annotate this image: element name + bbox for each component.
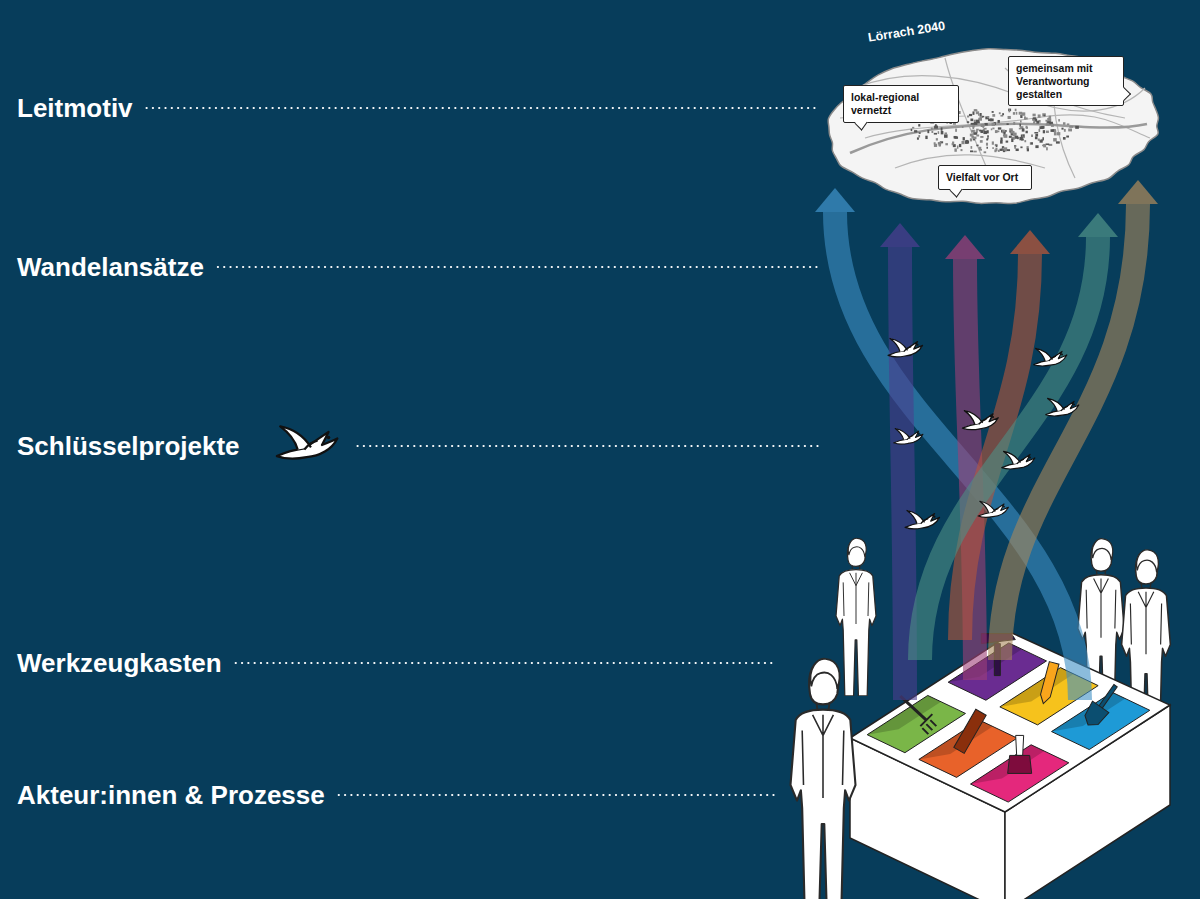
speech-bubble: Vielfalt vor Ort	[938, 165, 1032, 190]
dotted-leader	[147, 107, 820, 109]
ribbon-arrowhead	[1118, 180, 1158, 204]
key-project-bird	[277, 426, 338, 458]
ribbon-arrowhead	[945, 235, 985, 259]
speech-bubble: gemeinsam mit Verantwortung gestalten	[1008, 56, 1124, 106]
ribbon-arrowhead	[880, 223, 920, 247]
dotted-leader	[236, 662, 775, 664]
level-label: Werkzeugkasten	[17, 647, 222, 679]
ribbon-arrowhead	[1010, 230, 1050, 254]
speech-bubble: lokal-regional vernetzt	[843, 85, 959, 123]
map-title: Lörrach 2040	[867, 19, 946, 45]
level-label: Leitmotiv	[17, 92, 133, 124]
tool-icon	[900, 696, 936, 734]
dotted-leader	[339, 794, 775, 796]
bubble-text: Vielfalt vor Ort	[946, 171, 1024, 184]
ribbon-arrowhead	[1078, 213, 1118, 237]
bubble-text: lokal-regional vernetzt	[851, 91, 951, 117]
change-ribbon	[835, 212, 1080, 700]
level-label: Wandelansätze	[17, 251, 204, 283]
tool-icon	[954, 709, 986, 753]
toolbox-compartment	[1052, 692, 1150, 749]
compartment-shade	[1000, 668, 1074, 707]
change-ribbon	[900, 247, 905, 700]
dotted-leader	[358, 445, 820, 447]
tool-icon	[1038, 662, 1059, 705]
tool-icon	[1008, 735, 1032, 773]
compartment-shade	[867, 695, 941, 734]
ribbon-arrowhead	[815, 188, 855, 212]
map-node: Lörrach 2040lokal-regional vernetztgemei…	[825, 28, 1160, 213]
level-label: Akteur:innen & Prozesse	[17, 779, 325, 811]
compartment-shade	[919, 720, 993, 759]
compartment-shade	[971, 745, 1045, 784]
level-label: Schlüsselprojekte	[17, 430, 240, 462]
dotted-leader	[218, 266, 820, 268]
change-ribbon	[1000, 204, 1138, 660]
bubble-text: gemeinsam mit Verantwortung gestalten	[1016, 62, 1116, 100]
